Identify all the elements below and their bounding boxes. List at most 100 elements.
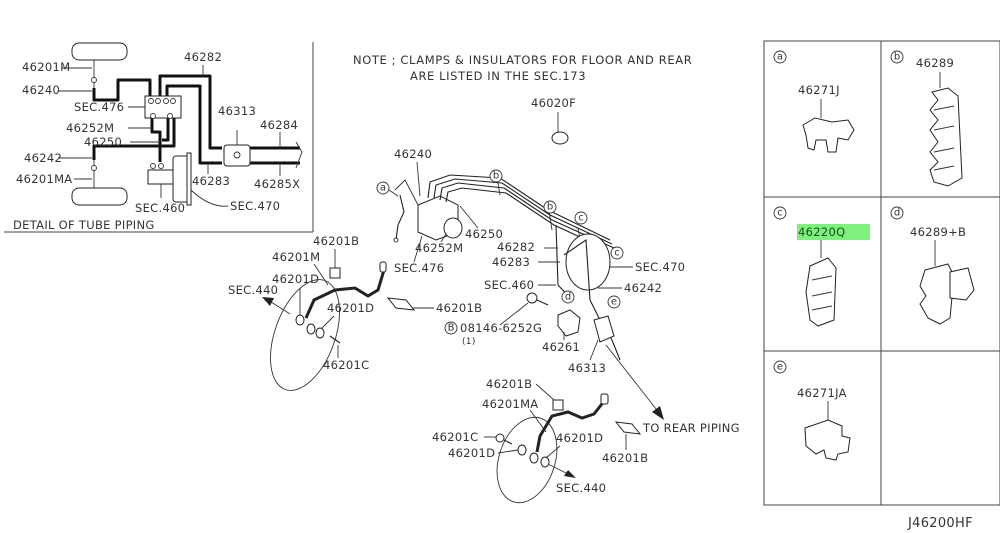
svg-text:a: a xyxy=(777,52,783,63)
clip-marker-c-2: c xyxy=(610,246,624,260)
clip-legend-grid: a 46271J b 46289 c 46220Q d 46289+B xyxy=(763,40,1000,506)
label-46020f: 46020F xyxy=(531,96,576,110)
label-46285x: 46285X xyxy=(254,177,300,191)
legend-cell-c[interactable]: c 46220Q xyxy=(773,206,870,327)
label-sec460: SEC.460 xyxy=(135,201,185,215)
clip-marker-e: e xyxy=(607,295,621,309)
note-line-1: NOTE ; CLAMPS & INSULATORS FOR FLOOR AND… xyxy=(353,53,692,67)
svg-text:b: b xyxy=(894,52,900,63)
label-46201b-2: 46201B xyxy=(436,301,482,315)
clip-46201b-icon xyxy=(386,297,416,311)
label-46242: 46242 xyxy=(24,151,62,165)
clip-46201b-icon xyxy=(329,267,341,279)
part-highlight xyxy=(797,224,870,240)
note-line-2: ARE LISTED IN THE SEC.173 xyxy=(410,69,586,83)
main-assembly: 46020F a b b c xyxy=(376,96,685,420)
label-46240-main: 46240 xyxy=(394,147,432,161)
label-bolt-08146-6252g: 08146-6252G xyxy=(460,321,542,335)
clip-marker-b-2: b xyxy=(543,200,557,214)
bolt-icon xyxy=(526,292,538,304)
label-46283-main: 46283 xyxy=(492,255,530,269)
label-46283: 46283 xyxy=(192,174,230,188)
label-46242-main: 46242 xyxy=(624,281,662,295)
brake-hose-46201ma xyxy=(535,399,607,453)
svg-text:e: e xyxy=(611,297,617,308)
bracket-46261-icon xyxy=(557,309,581,337)
label-46201d-1: 46201D xyxy=(272,272,319,286)
arrow-sec440-icon xyxy=(262,297,274,306)
legend-part-46271ja: 46271JA xyxy=(797,386,847,400)
tube-46283 xyxy=(165,84,222,165)
bolt-46201c-icon xyxy=(329,335,341,344)
label-46201b-4: 46201B xyxy=(602,451,648,465)
label-bolt-qty: (1) xyxy=(462,337,476,347)
label-sec470-main: SEC.470 xyxy=(635,260,685,274)
label-46201b-3: 46201B xyxy=(486,377,532,391)
arrow-to-rear-icon xyxy=(652,406,664,420)
label-46201ma: 46201MA xyxy=(16,172,72,186)
clip-46201b-icon xyxy=(552,399,564,411)
label-46201m-main: 46201M xyxy=(272,250,320,264)
svg-text:d: d xyxy=(894,208,900,219)
front-left-hose-assembly: 46201B 46201M 46201D SEC.440 46201D 4620… xyxy=(228,234,482,391)
label-46250-main: 46250 xyxy=(465,227,503,241)
detail-of-tube-piping: 46201M 46240 46282 SEC.476 46252M 46250 … xyxy=(4,42,314,233)
label-46201d-3: 46201D xyxy=(448,446,495,460)
label-sec440-left: SEC.440 xyxy=(228,283,278,297)
legend-cell-b[interactable]: b 46289 xyxy=(890,50,963,187)
grommet-46020f-icon xyxy=(551,131,569,145)
label-46252m: 46252M xyxy=(66,121,114,135)
label-sec476-main: SEC.476 xyxy=(394,261,444,275)
clip-46201b-icon xyxy=(614,421,642,435)
legend-part-46220q: 46220Q xyxy=(798,225,845,239)
label-46201c: 46201C xyxy=(323,358,369,372)
legend-cell-a[interactable]: a 46271J xyxy=(773,50,855,153)
legend-cell-d[interactable]: d 46289+B xyxy=(890,206,975,325)
tube-46282 xyxy=(158,74,222,150)
detail-box-title: DETAIL OF TUBE PIPING xyxy=(13,218,155,232)
svg-text:b: b xyxy=(493,171,499,182)
label-46282-main: 46282 xyxy=(497,240,535,254)
arrow-sec440-icon xyxy=(564,470,576,478)
label-46201d-2: 46201D xyxy=(327,301,374,315)
junction-46313-main-icon xyxy=(593,315,615,343)
label-46261: 46261 xyxy=(542,340,580,354)
legend-part-46289: 46289 xyxy=(916,56,954,70)
svg-text:c: c xyxy=(777,208,783,219)
label-46284: 46284 xyxy=(260,118,298,132)
bolt-marker-b: B xyxy=(444,321,458,335)
label-46201d-4: 46201D xyxy=(556,431,603,445)
svg-text:c: c xyxy=(614,248,620,259)
tube-46242 xyxy=(92,118,176,160)
brake-hose-46201m xyxy=(304,269,386,319)
label-46201c-2: 46201C xyxy=(432,430,478,444)
tube-46240 xyxy=(92,78,152,102)
svg-text:B: B xyxy=(448,323,455,334)
front-right-hose-assembly: 46201B 46201MA 46201C 46201D 46201D 4620… xyxy=(432,377,740,504)
clip-46220q-icon xyxy=(805,257,837,327)
svg-text:d: d xyxy=(565,292,571,303)
front-wheel-icon xyxy=(71,42,128,61)
clip-46271j-icon xyxy=(802,117,855,153)
label-46313: 46313 xyxy=(218,104,256,118)
label-46240: 46240 xyxy=(22,83,60,97)
label-sec476: SEC.476 xyxy=(74,100,124,114)
clip-marker-c-1: c xyxy=(574,211,588,225)
master-cylinder-icon xyxy=(147,169,175,185)
clip-46271ja-icon xyxy=(804,419,851,461)
label-46250: 46250 xyxy=(84,135,122,149)
clip-marker-d: d xyxy=(561,290,575,304)
label-46313-main: 46313 xyxy=(568,361,606,375)
label-to-rear-piping: TO REAR PIPING xyxy=(642,421,740,435)
label-46201b-1: 46201B xyxy=(313,234,359,248)
svg-text:a: a xyxy=(380,183,386,194)
rear-wheel-icon xyxy=(71,187,128,206)
label-sec470: SEC.470 xyxy=(230,199,280,213)
legend-part-46289-b: 46289+B xyxy=(910,225,966,239)
legend-cell-e[interactable]: e 46271JA xyxy=(773,360,851,461)
clip-marker-a: a xyxy=(376,181,390,195)
label-46201ma-main: 46201MA xyxy=(482,397,538,411)
svg-text:b: b xyxy=(547,202,553,213)
tube-46252m xyxy=(150,118,162,162)
